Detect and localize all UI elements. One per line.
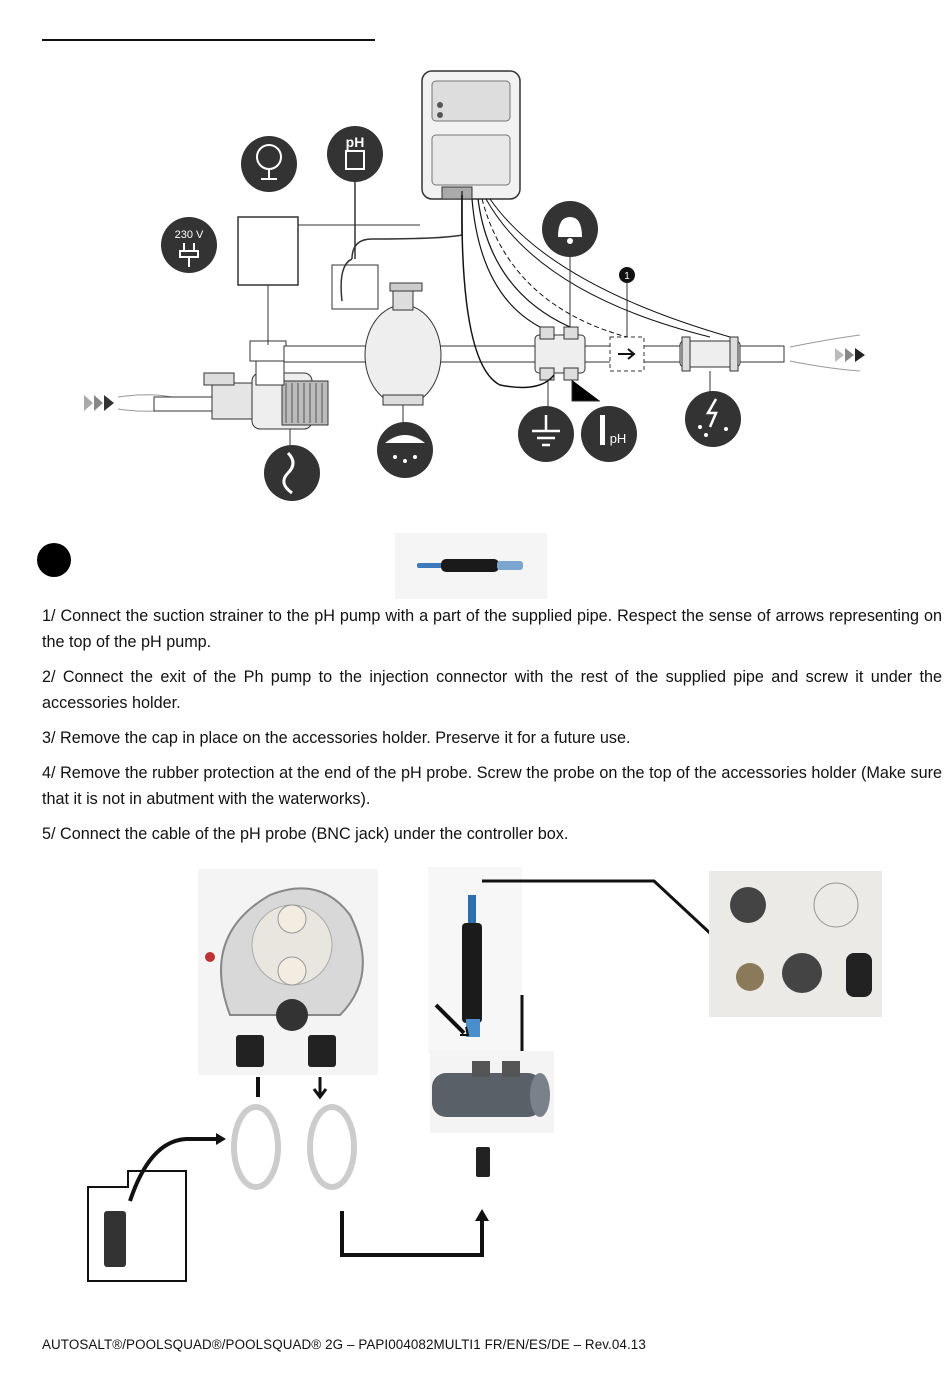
ph-pump-image: [198, 869, 378, 1075]
step-3: 3/ Remove the cap in place on the access…: [42, 729, 631, 747]
instruction-steps: 1/ Connect the suction strainer to the p…: [42, 603, 942, 856]
svg-text:230 V: 230 V: [175, 229, 204, 241]
accessories-holder: [534, 326, 586, 381]
step-4: 4/ Remove the rubber protection at the e…: [42, 764, 942, 808]
step-number-badge: 1: [624, 271, 630, 282]
electrolysis-icon: [685, 391, 741, 447]
header-rule: [42, 39, 375, 41]
pump-flow-icon: [264, 445, 320, 501]
controller-connectors-image: [709, 871, 882, 1017]
tube-coil-right: [307, 1104, 357, 1190]
installation-diagram: 1 pH 230: [84, 70, 865, 501]
inlet-arrows-icon: [84, 395, 114, 411]
ph-probe-image: [468, 895, 476, 925]
probe-adapter-image: [395, 533, 547, 599]
electrolysis-cell: [679, 336, 741, 372]
ph-probe-icon: pH: [581, 406, 637, 462]
step-2: 2/ Connect the exit of the Ph pump to th…: [42, 668, 942, 712]
suction-strainer-image: [104, 1211, 126, 1267]
power-control-box: [237, 216, 299, 286]
page-footer: AUTOSALT®/POOLSQUAD®/POOLSQUAD® 2G – PAP…: [42, 1337, 646, 1352]
plug-230v-icon: 230 V: [161, 217, 217, 273]
alarm-bell-icon: [542, 201, 598, 257]
assembly-illustration: [87, 867, 882, 1282]
accessories-holder-image: [430, 1051, 554, 1133]
controller-box: [421, 70, 521, 200]
pressure-gauge-icon: [241, 136, 297, 192]
pool-pump: [251, 372, 329, 430]
step-5: 5/ Connect the cable of the pH probe (BN…: [42, 825, 569, 843]
svg-text:pH: pH: [610, 431, 627, 446]
outlet-arrows-icon: [835, 348, 865, 362]
ph-canister-icon: pH: [327, 126, 383, 182]
filter-media-icon: [377, 422, 433, 478]
injection-connector-image: [476, 1147, 490, 1177]
svg-text:pH: pH: [346, 134, 365, 150]
step-1: 1/ Connect the suction strainer to the p…: [42, 607, 942, 651]
tube-coil-left: [231, 1104, 281, 1190]
ground-icon: [518, 406, 574, 462]
section-marker-dot: [37, 543, 71, 577]
ph-canister: [331, 264, 379, 310]
